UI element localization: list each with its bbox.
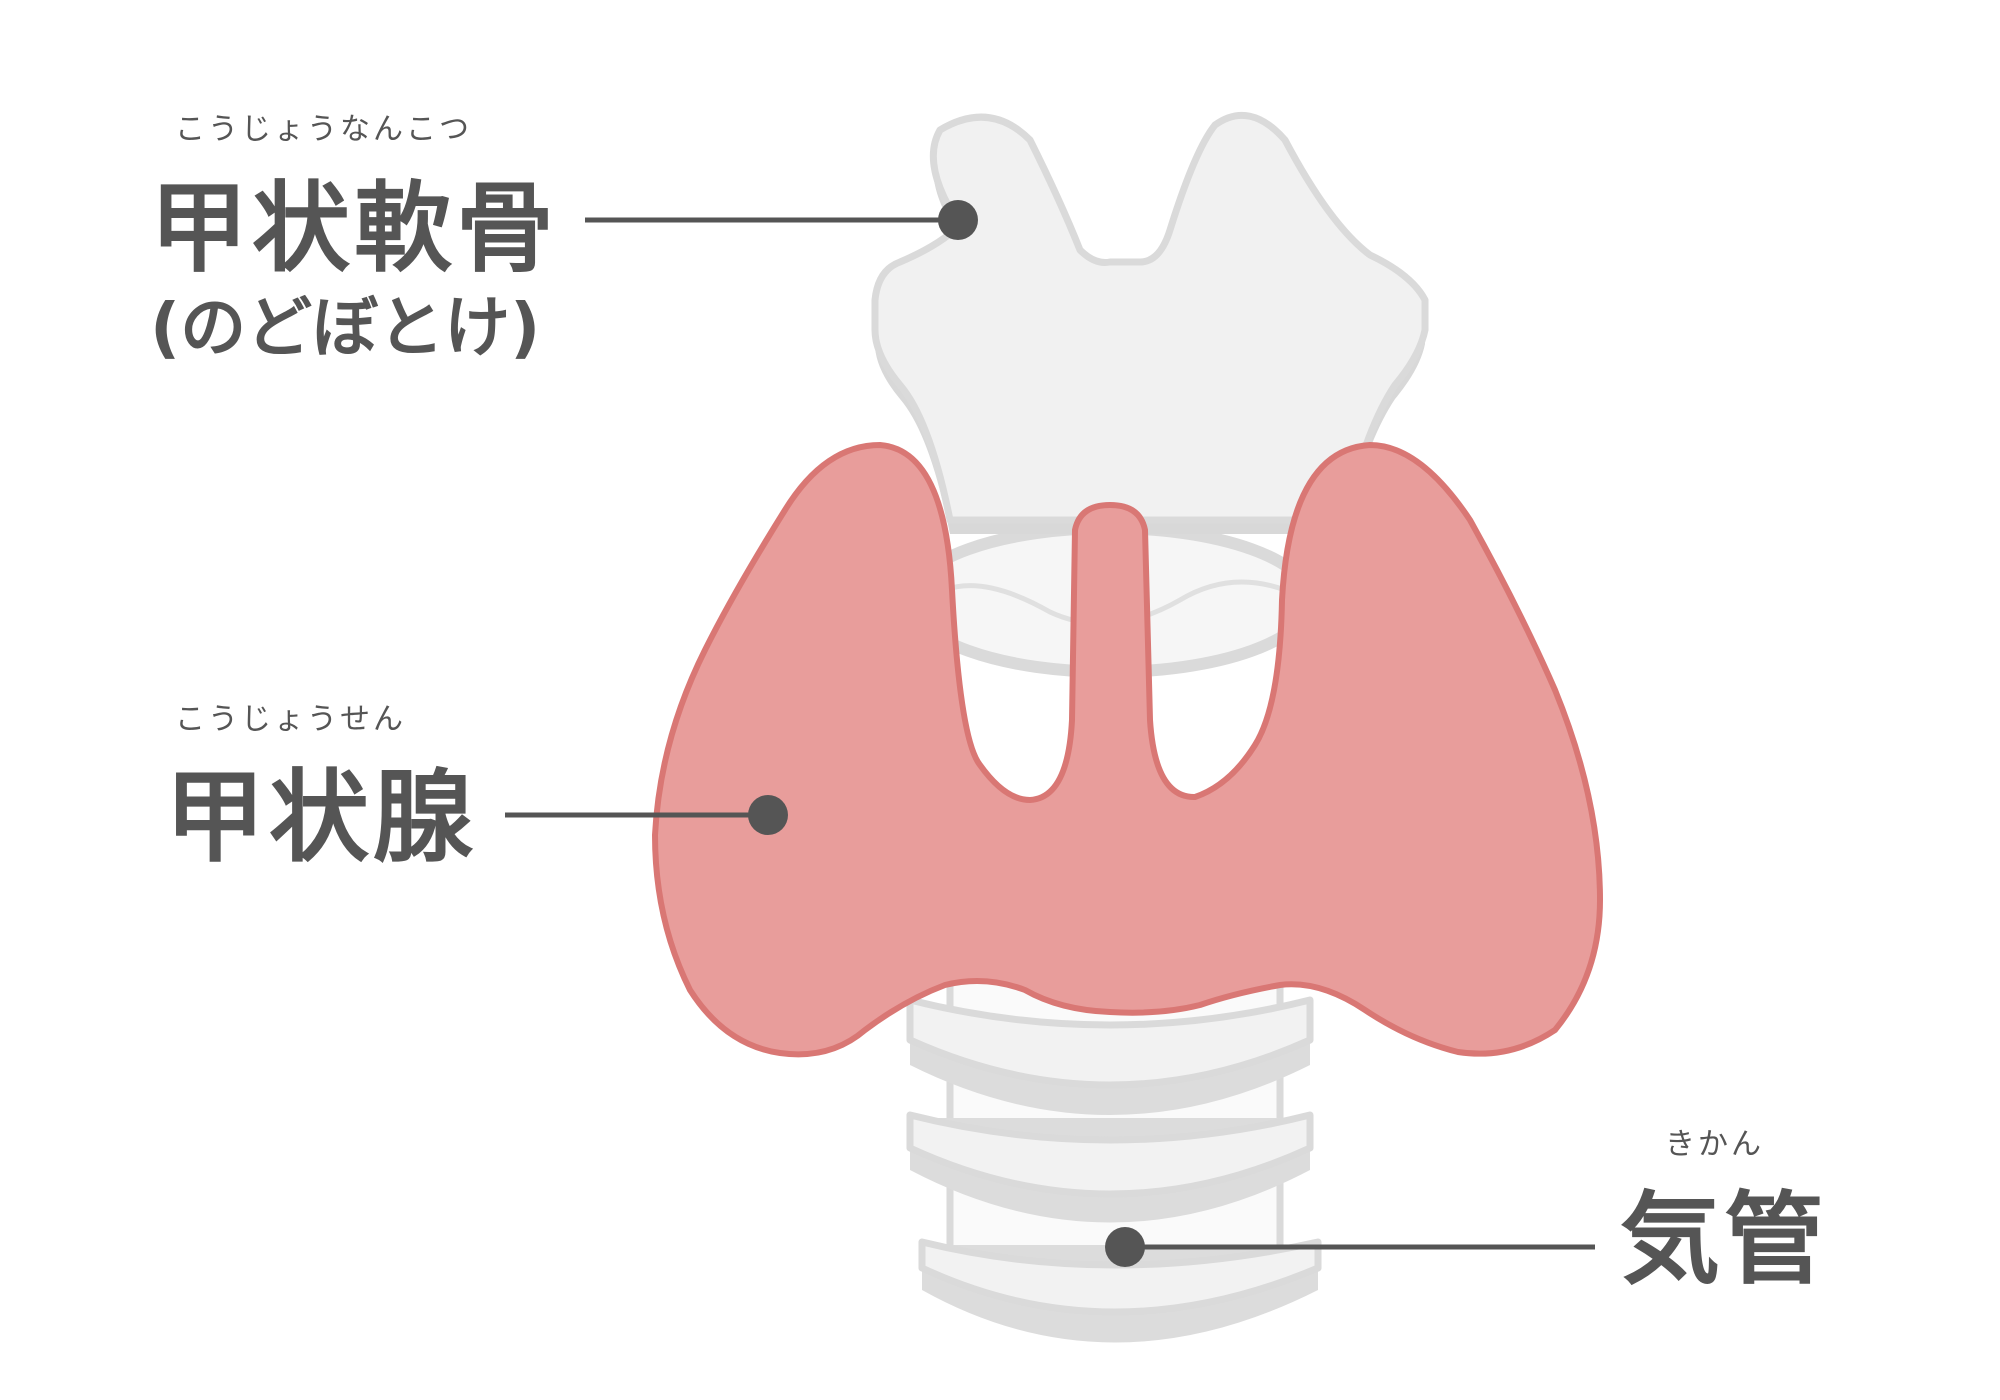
trachea-reading: きかん (1665, 1127, 1764, 1162)
trachea-ring-lower (906, 1111, 1314, 1223)
trachea (904, 522, 1322, 1343)
thyroid-gland-label: 甲状腺 (165, 759, 477, 876)
pointer-dot (938, 200, 978, 240)
thyroid-gland-shape (652, 442, 1603, 1058)
thyroid-cartilage-sublabel: (のどぼとけ) (150, 289, 541, 366)
leader-trachea (1105, 1227, 1595, 1267)
leader-thyroid-cartilage (585, 200, 978, 240)
thyroid-gland-reading: こうじょうせん (175, 702, 406, 737)
trachea-ring-upper (906, 996, 1314, 1115)
thyroid-cartilage-label: 甲状軟骨 (150, 172, 559, 286)
pointer-dot (748, 795, 788, 835)
pointer-dot (1105, 1227, 1145, 1267)
leader-thyroid-gland (505, 795, 788, 835)
thyroid-cartilage-reading: こうじょうなんこつ (175, 112, 472, 147)
thyroid-cartilage-shape (871, 111, 1429, 534)
trachea-label: 気管 (1620, 1181, 1828, 1298)
trachea-ring-bottom (918, 1238, 1322, 1343)
